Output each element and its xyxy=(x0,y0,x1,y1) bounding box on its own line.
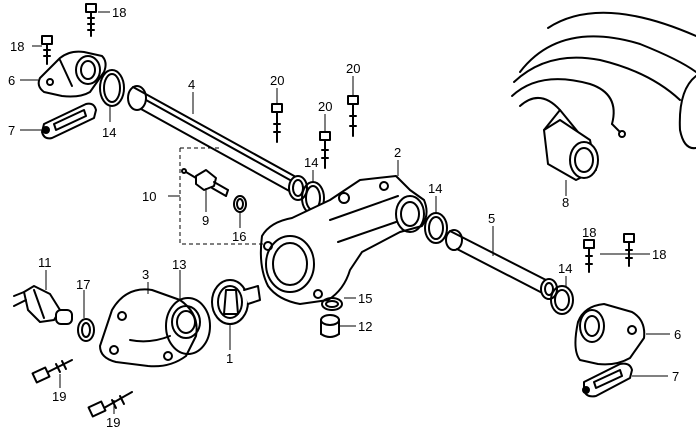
bolt-20-a xyxy=(271,103,283,143)
water-passage-2 xyxy=(259,175,428,305)
o-ring-14-lower-right xyxy=(550,285,574,315)
bolt-20-b xyxy=(347,95,359,137)
callout-2: 2 xyxy=(394,145,402,160)
o-ring-14-right xyxy=(424,212,448,244)
callout-15: 15 xyxy=(358,291,373,306)
callout-7-lower: 7 xyxy=(672,369,680,384)
callout-5: 5 xyxy=(488,211,496,226)
callout-20-a: 20 xyxy=(270,73,285,88)
washer-16 xyxy=(233,195,247,213)
callout-19-a: 19 xyxy=(52,389,67,404)
callout-14-right: 14 xyxy=(428,181,443,196)
callout-16: 16 xyxy=(232,229,247,244)
callout-11: 11 xyxy=(38,255,52,270)
callout-1: 1 xyxy=(226,351,234,366)
thermostat-1 xyxy=(211,279,261,325)
callout-4: 4 xyxy=(188,77,196,92)
callout-20-b: 20 xyxy=(346,61,361,76)
temperature-sensor-9 xyxy=(181,168,229,197)
callout-6-lower: 6 xyxy=(674,327,682,342)
leader-lines xyxy=(20,11,670,414)
thermo-switch-11 xyxy=(13,285,73,325)
callout-18-right-a: 18 xyxy=(582,225,597,240)
callout-18-upper: 18 xyxy=(112,5,127,20)
water-pipe-4 xyxy=(127,85,308,201)
gasket-7-lower xyxy=(582,362,633,398)
callout-17: 17 xyxy=(76,277,91,292)
callout-12: 12 xyxy=(358,319,373,334)
callout-6-upper: 6 xyxy=(8,73,16,88)
callout-7-upper: 7 xyxy=(8,123,16,138)
callout-13: 13 xyxy=(172,257,187,272)
bolt-19-a xyxy=(31,359,73,384)
water-elbow-6-lower xyxy=(574,303,646,366)
o-ring-17 xyxy=(77,318,95,342)
gasket-7-upper xyxy=(41,102,97,140)
wire-harness xyxy=(511,11,696,138)
callout-18-right-b: 18 xyxy=(652,247,667,262)
housing-edge-right xyxy=(678,75,696,150)
callout-20-c: 20 xyxy=(318,99,333,114)
bolt-18-left xyxy=(41,35,53,65)
callout-10: 10 xyxy=(142,189,157,204)
o-ring-14-upper-left xyxy=(99,69,125,107)
callout-18-left: 18 xyxy=(10,39,25,54)
callout-14-center: 14 xyxy=(304,155,319,170)
bolt-19-b xyxy=(87,391,133,418)
bolt-20-c xyxy=(319,131,331,169)
callout-14-lower-right: 14 xyxy=(558,261,573,276)
o-ring-15 xyxy=(321,297,343,311)
bolt-18-right-a xyxy=(583,239,595,273)
bolt-18-upper xyxy=(85,3,97,37)
callout-14-upper-left: 14 xyxy=(102,125,117,140)
water-elbow-6-upper xyxy=(37,50,107,98)
water-pipe-5 xyxy=(445,229,558,300)
bolt-18-right-b xyxy=(623,233,635,267)
o-ring-13 xyxy=(165,297,211,355)
callout-9: 9 xyxy=(202,213,210,228)
connector-8 xyxy=(543,119,599,181)
callout-3: 3 xyxy=(142,267,150,282)
group-bracket-10 xyxy=(168,147,264,245)
callout-19-b: 19 xyxy=(106,415,121,430)
collar-12 xyxy=(320,314,340,338)
callout-8: 8 xyxy=(562,195,570,210)
